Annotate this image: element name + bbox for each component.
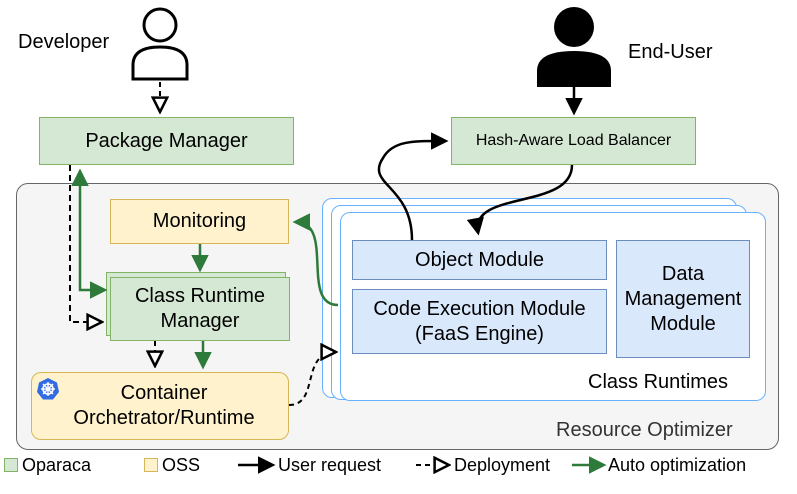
legend-oparaca: Oparaca: [4, 455, 91, 475]
developer-label: Developer: [18, 31, 110, 53]
legend-deployment: Deployment: [454, 455, 550, 475]
legend-auto-optimization: Auto optimization: [608, 455, 746, 475]
legend-user-request: User request: [278, 455, 381, 475]
arrow-runtimes-to-monitoring: [292, 213, 339, 307]
arrow-object-to-loadbalancer: [377, 132, 449, 241]
class-runtimes-label: Class Runtimes: [588, 371, 729, 393]
legend-deployment-label: Deployment: [454, 455, 551, 475]
object-module-label: Object Module: [415, 248, 544, 271]
container-label-line2: Orchetrator/Runtime: [73, 407, 255, 429]
legend-oparaca-swatch: [4, 458, 18, 472]
data-management-label-line2: Management: [624, 287, 742, 310]
developer-icon: [131, 7, 189, 81]
end-user-icon: [537, 7, 611, 87]
monitoring: Monitoring: [110, 199, 289, 244]
data-management-module: Data Management Module: [616, 240, 750, 358]
end-user-label: End-User: [628, 41, 713, 63]
legend-user-request-label: User request: [278, 455, 382, 475]
package-manager-label: Package Manager: [85, 129, 248, 152]
package-manager: Package Manager: [39, 117, 294, 165]
code-execution-label-line2: (FaaS Engine): [415, 322, 544, 345]
load-balancer: Hash-Aware Load Balancer: [451, 117, 696, 165]
container-label-line1: Container: [120, 382, 208, 404]
arrow-container-to-runtimes-deploy: [288, 352, 336, 406]
arrow-loadbalancer-to-object: [466, 164, 574, 236]
legend-oss-label: OSS: [162, 455, 201, 475]
arrow-crm-package-auto: [71, 168, 108, 299]
load-balancer-label: Hash-Aware Load Balancer: [475, 132, 672, 149]
data-management-label-line1: Data: [661, 262, 705, 285]
class-runtime-manager-label-line2: Manager: [160, 310, 240, 332]
monitoring-label: Monitoring: [152, 210, 247, 232]
legend-oparaca-label: Oparaca: [22, 455, 92, 475]
class-runtime-manager-label-line1: Class Runtime: [134, 285, 266, 307]
resource-optimizer-label: Resource Optimizer: [556, 419, 733, 441]
legend-auto-optimization-label: Auto optimization: [608, 455, 747, 475]
code-execution-module: Code Execution Module (FaaS Engine): [352, 289, 607, 354]
data-management-label-line3: Module: [650, 312, 716, 335]
class-runtime-manager: Class Runtime Manager: [110, 277, 290, 341]
legend-oss: OSS: [144, 455, 200, 475]
code-execution-label-line1: Code Execution Module: [373, 297, 586, 320]
legend-oss-swatch: [144, 458, 158, 472]
kubernetes-icon: [37, 378, 59, 400]
arrow-package-to-crm-deploy: [69, 165, 102, 322]
object-module: Object Module: [352, 240, 607, 280]
container-orchestrator: Container Orchetrator/Runtime: [31, 372, 289, 440]
